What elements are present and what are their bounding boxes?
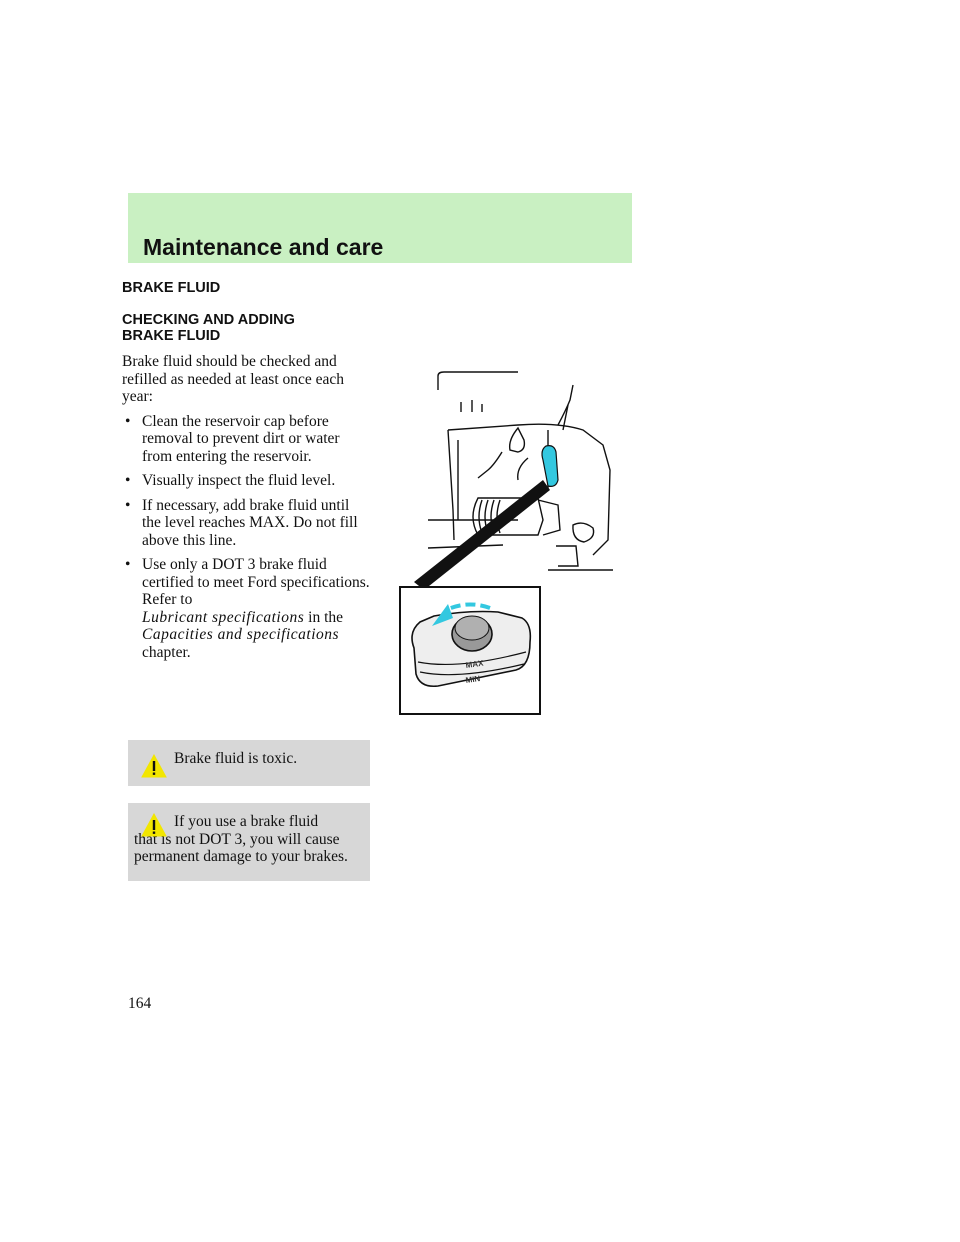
warning-triangle-icon: [141, 813, 167, 837]
main-text-column: BRAKE FLUID CHECKING AND ADDING BRAKE FL…: [122, 280, 370, 668]
page-number: 164: [128, 995, 152, 1012]
warning-text-line-1: If you use a brake fluid: [174, 813, 319, 830]
list-item: • Clean the reservoir cap before removal …: [122, 413, 370, 466]
bullet-icon: •: [125, 556, 131, 573]
list-item: • Use only a DOT 3 brake fluid certified …: [122, 556, 370, 661]
section-heading: BRAKE FLUID: [122, 280, 221, 296]
intro-paragraph: Brake fluid should be checked and refill…: [122, 353, 345, 405]
list-item: • If necessary, add brake fluid until the…: [122, 497, 370, 550]
list-item-text: chapter.: [142, 643, 191, 661]
reservoir-highlight: [541, 445, 559, 487]
list-item: • Visually inspect the fluid level.: [122, 472, 370, 490]
section-subheading: CHECKING AND ADDING BRAKE FLUID: [122, 312, 370, 344]
list-item-text: in the: [304, 608, 344, 626]
list-item-text: Visually inspect the fluid level.: [142, 472, 336, 489]
cross-reference-link[interactable]: Lubricant specifications: [142, 608, 305, 626]
subheading-line-1: CHECKING AND ADDING: [122, 312, 295, 328]
subheading-line-2: BRAKE FLUID: [122, 328, 221, 344]
bullet-icon: •: [125, 472, 131, 489]
warning-text: Brake fluid is toxic.: [174, 750, 298, 767]
cross-reference-chapter[interactable]: Capacities and specifications: [142, 626, 340, 643]
list-item-text: Clean the reservoir cap before removal t…: [142, 412, 340, 465]
twist-arrow-icon: [445, 602, 491, 612]
warning-box-dot3: If you use a brake fluid that is not DOT…: [128, 803, 370, 881]
max-label: MAX: [465, 659, 485, 670]
chapter-title: Maintenance and care: [143, 234, 384, 260]
arrow-head-icon: [432, 604, 453, 626]
chapter-header: Maintenance and care: [128, 193, 632, 263]
min-label: MIN: [465, 674, 481, 685]
engine-bay-drawing: [427, 371, 613, 571]
warning-box-toxic: Brake fluid is toxic.: [128, 740, 370, 786]
list-item-text: If necessary, add brake fluid until the …: [142, 496, 358, 549]
bullet-icon: •: [125, 496, 131, 514]
warning-triangle-icon: [141, 754, 167, 778]
pointer-line: [414, 480, 550, 590]
warning-text-rest: that is not DOT 3, you will cause perman…: [134, 830, 348, 866]
reservoir-detail: MAX MIN: [411, 602, 532, 688]
list-item-text: Use only a DOT 3 brake fluid certified t…: [142, 556, 370, 608]
bullet-icon: •: [125, 412, 131, 430]
brake-reservoir-illustration: MAX MIN: [399, 371, 613, 715]
instruction-list: • Clean the reservoir cap before removal …: [122, 413, 370, 662]
